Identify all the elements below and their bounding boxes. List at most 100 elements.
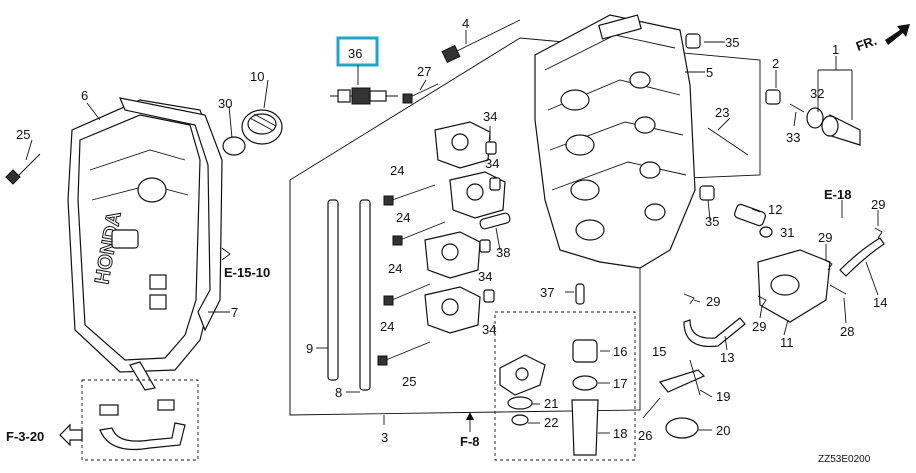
label-25b: 25: [402, 374, 416, 389]
label-23: 23: [715, 105, 729, 120]
stud-23: [707, 127, 749, 156]
label-38: 38: [496, 245, 510, 260]
o-ring-21: [507, 396, 533, 410]
bolt-33: [789, 103, 805, 113]
filter-18: [571, 399, 599, 456]
rail-9: [327, 199, 339, 381]
cam-cap-4: [424, 286, 481, 334]
bolt-26: [642, 397, 661, 419]
label-28: 28: [840, 324, 854, 339]
label-18: 18: [613, 426, 627, 441]
clip-29a: [683, 293, 695, 305]
dowel-34a: [485, 141, 497, 155]
cam-cap-3: [424, 231, 481, 279]
bolts-24: [377, 184, 446, 366]
arrow-left-icon: [59, 423, 83, 447]
label-35a: 35: [725, 35, 739, 50]
label-10: 10: [250, 69, 264, 84]
hose-14: [839, 237, 885, 277]
label-29d: 29: [752, 319, 766, 334]
rail-8: [359, 199, 371, 391]
arrow-e15-icon: [221, 247, 231, 261]
label-11: 11: [780, 335, 794, 350]
clip-29b: [757, 295, 767, 307]
label-15: 15: [652, 344, 666, 359]
label-7: 7: [231, 305, 238, 320]
label-16: 16: [613, 344, 627, 359]
label-24c: 24: [388, 261, 402, 276]
arrow-f8-icon: [466, 412, 474, 420]
label-37: 37: [540, 285, 554, 300]
label-2: 2: [772, 56, 779, 71]
label-6: 6: [81, 88, 88, 103]
label-34a: 34: [483, 109, 497, 124]
clip-29d: [874, 227, 883, 239]
o-ring-30: [222, 136, 246, 156]
spark-plug: [330, 65, 398, 105]
label-17: 17: [613, 376, 627, 391]
label-9: 9: [306, 341, 313, 356]
label-30: 30: [218, 96, 232, 111]
breather-box: [81, 379, 199, 461]
dowel-35-top: [685, 33, 701, 49]
clip-29c: [824, 259, 833, 271]
ref-f8: F-8: [460, 434, 480, 449]
pin-38: [479, 212, 511, 230]
head-cover: HONDA: [67, 99, 216, 391]
head-cover-gasket: [119, 97, 223, 332]
bolt-25-left: [5, 153, 41, 185]
o-ring-31: [759, 226, 773, 238]
label-36: 36: [348, 46, 362, 61]
hose-clamp-a: [99, 404, 119, 416]
label-27: 27: [417, 64, 431, 79]
front-arrow-icon: [885, 24, 910, 45]
hose-clamp-b: [157, 399, 175, 411]
ref-e18: E-18: [824, 187, 851, 202]
label-25a: 25: [16, 127, 30, 142]
o-ring-17: [572, 375, 598, 391]
nut-20: [665, 417, 699, 439]
ref-e15: E-15-10: [224, 265, 270, 280]
bolt-4: [441, 19, 521, 64]
breather-hose: [99, 422, 186, 451]
label-26: 26: [638, 428, 652, 443]
pin-37: [575, 283, 585, 305]
cylinder-head: [534, 14, 696, 269]
label-29b: 29: [818, 230, 832, 245]
fuel-pump: [757, 249, 831, 323]
oil-filler-cap: [241, 109, 283, 145]
label-3: 3: [381, 430, 388, 445]
label-14: 14: [873, 295, 887, 310]
label-13: 13: [720, 350, 734, 365]
seal-32: [806, 107, 824, 129]
cap-16: [572, 339, 598, 363]
label-4: 4: [462, 16, 469, 31]
label-33: 33: [786, 130, 800, 145]
label-32: 32: [810, 86, 824, 101]
label-29c: 29: [706, 294, 720, 309]
ref-f3: F-3-20: [6, 429, 44, 444]
hose-13: [683, 317, 746, 348]
label-8: 8: [335, 385, 342, 400]
washer-22: [511, 414, 529, 426]
dowel-35-right: [699, 185, 715, 201]
dowel-34d: [483, 289, 495, 303]
label-34c: 34: [478, 269, 492, 284]
label-24d: 24: [380, 319, 394, 334]
collar-2: [765, 89, 781, 105]
diagram-code: ZZ53E0200: [818, 454, 871, 465]
filter-housing: [499, 354, 546, 396]
label-34b: 34: [485, 156, 499, 171]
bracket-19-leg: [689, 359, 701, 396]
label-5: 5: [706, 65, 713, 80]
dowel-34b: [489, 177, 501, 191]
label-35b: 35: [705, 214, 719, 229]
label-34d: 34: [482, 322, 496, 337]
cam-cap-1: [434, 121, 491, 169]
fitting-12: [734, 203, 766, 227]
label-21: 21: [544, 396, 558, 411]
leader-lines: [25, 30, 879, 434]
highlight-box-36: [336, 36, 379, 67]
